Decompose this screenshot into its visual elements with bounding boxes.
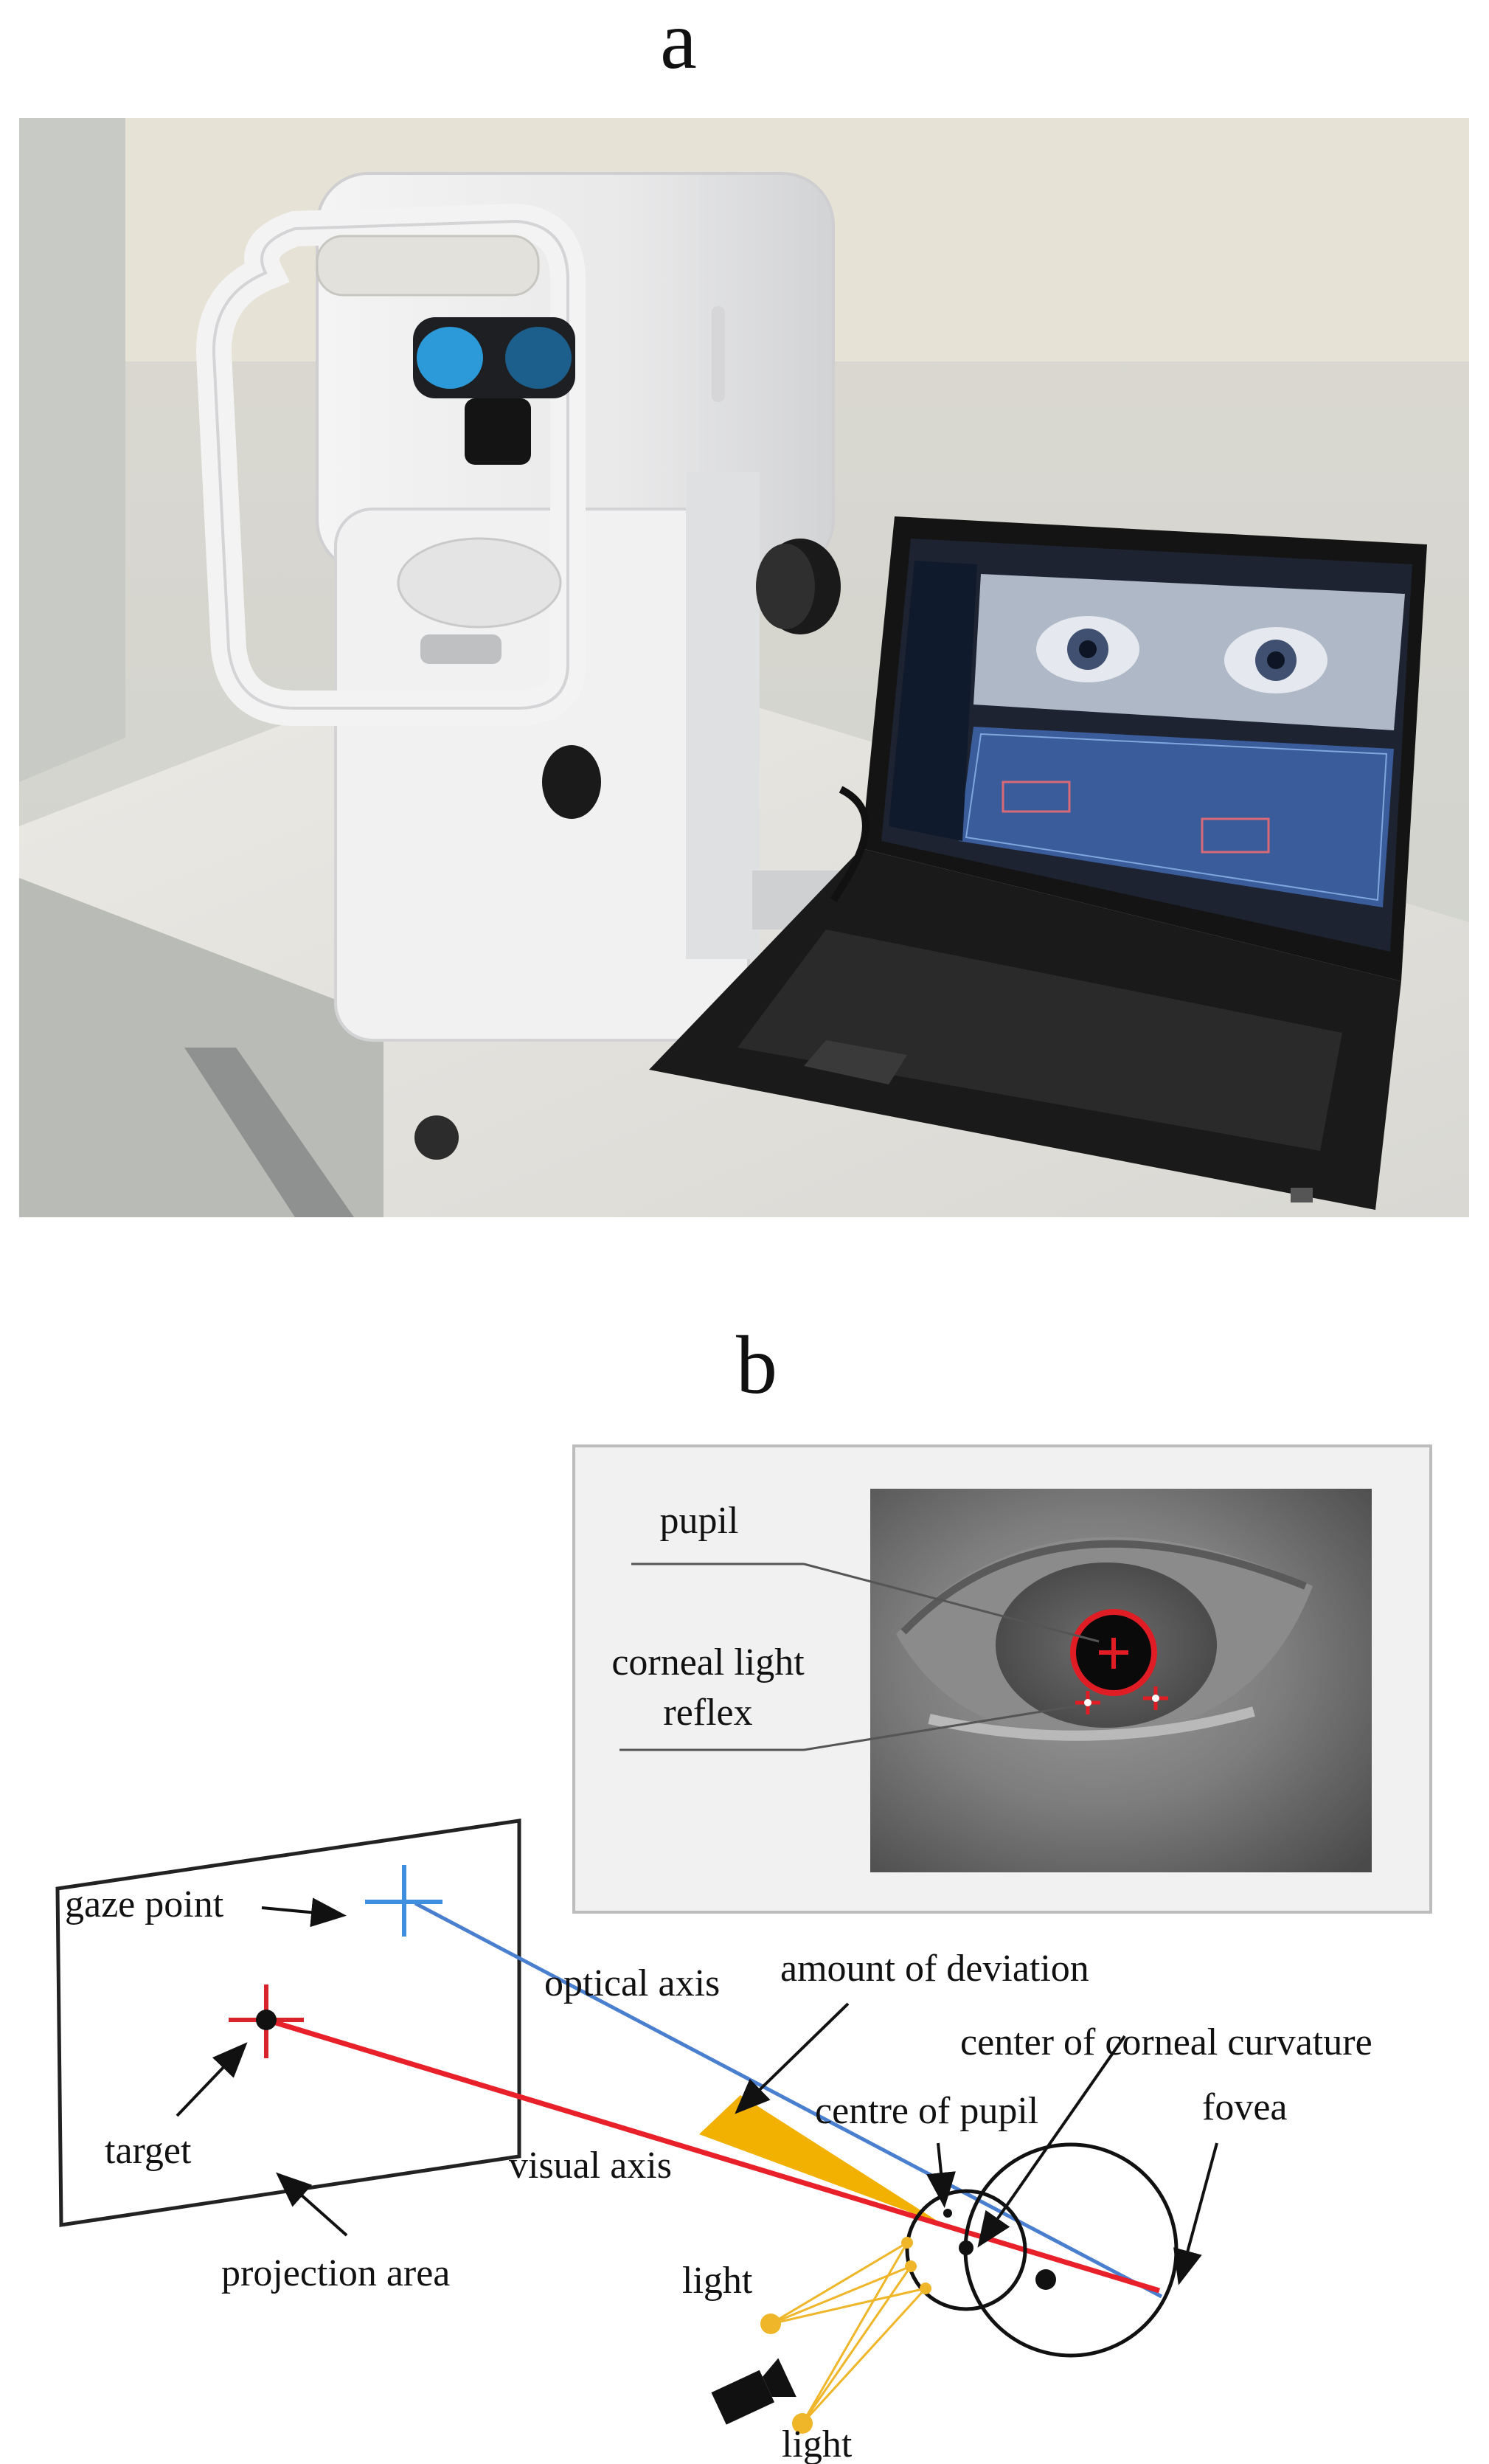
label-corneal-light: corneal light (611, 1641, 805, 1683)
light-rays (770, 2241, 927, 2425)
light-source-top (760, 2314, 781, 2334)
panel-b-letter: b (736, 1320, 777, 1411)
camera-icon (711, 2358, 796, 2425)
optical-axis-line (414, 1901, 1163, 2299)
chair-caster (414, 1115, 459, 1160)
eye-tracker-device (195, 172, 841, 1042)
label-light-top: light (682, 2260, 753, 2302)
eye-image-inset: pupil corneal light reflex (572, 1444, 1432, 1914)
label-gaze-point: gaze point (65, 1883, 224, 1925)
label-optical-axis: optical axis (544, 1962, 720, 2004)
label-pupil: pupil (660, 1500, 739, 1542)
laptop (649, 516, 1427, 1210)
light-source-bottom (792, 2413, 813, 2434)
panel-a-letter: a (660, 0, 697, 86)
device-photo (19, 118, 1469, 1217)
gaze-point-cross (365, 1865, 442, 1937)
cornea-circle (905, 2189, 1027, 2311)
annotation-arrows (176, 1897, 1218, 2285)
label-amount-of-deviation: amount of deviation (780, 1948, 1089, 1990)
label-reflex: reflex (663, 1692, 752, 1734)
deviation-wedge (699, 2095, 943, 2224)
label-light-bottom: light (782, 2423, 853, 2464)
label-fovea: fovea (1202, 2086, 1287, 2128)
label-center-of-corneal-curvature: center of corneal curvature (960, 2021, 1372, 2063)
label-centre-of-pupil: centre of pupil (815, 2090, 1038, 2132)
label-projection-area: projection area (221, 2252, 450, 2294)
label-visual-axis: visual axis (509, 2145, 672, 2187)
label-target: target (105, 2130, 192, 2172)
visual-axis-line (265, 2017, 1161, 2294)
target-cross (229, 1984, 304, 2058)
